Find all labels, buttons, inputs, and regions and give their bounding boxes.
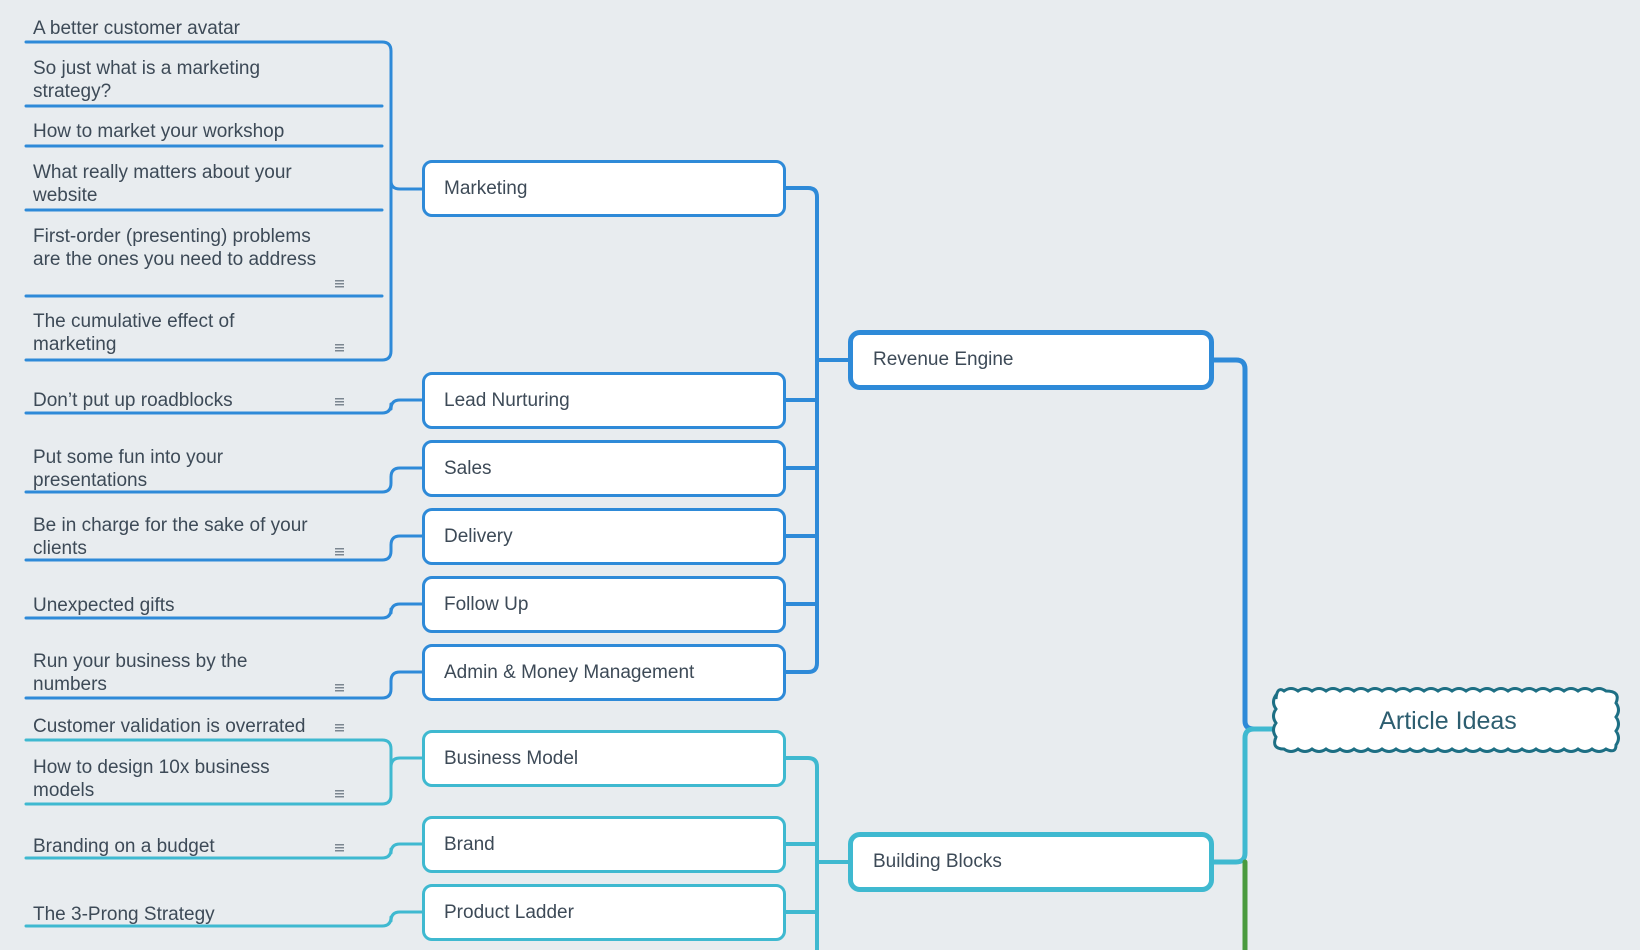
root-link-revenue-engine (1211, 357, 1279, 732)
leaf-link (380, 466, 424, 494)
leaf-link (380, 534, 424, 562)
note-icon[interactable] (335, 684, 344, 692)
note-icon[interactable] (335, 844, 344, 852)
note-icon[interactable] (335, 724, 344, 732)
root-node-article-ideas[interactable]: Article Ideas (1379, 706, 1517, 735)
leaf-topic[interactable]: Customer validation is overrated (33, 716, 306, 737)
leaf-topic[interactable]: The 3-Prong Strategy (33, 904, 215, 925)
marketing-leaf-bracket (380, 40, 393, 362)
note-icon[interactable] (335, 790, 344, 798)
revenue-engine-bracket (784, 186, 819, 674)
marketing-leaf-link (389, 179, 424, 191)
subtopic-node-follow-up[interactable]: Follow Up (422, 576, 786, 633)
business-model-leaf-link (389, 756, 424, 769)
subtopic-node-marketing[interactable]: Marketing (422, 160, 786, 217)
root-cloud-shape (1272, 687, 1620, 753)
subtopic-node-admin-money-management[interactable]: Admin & Money Management (422, 644, 786, 701)
subtopic-node-sales[interactable]: Sales (422, 440, 786, 497)
leaf-topic[interactable]: Branding on a budget (33, 836, 215, 857)
leaf-topic[interactable]: Be in charge for the sake of your client… (33, 515, 308, 559)
business-model-leaf-bracket (380, 738, 393, 806)
category-node-building-blocks[interactable]: Building Blocks (848, 832, 1214, 892)
leaf-link (380, 670, 424, 700)
subtopic-node-lead-nurturing[interactable]: Lead Nurturing (422, 372, 786, 429)
subtopic-node-delivery[interactable]: Delivery (422, 508, 786, 565)
root-cloud-outline (1272, 687, 1620, 753)
leaf-link (380, 398, 424, 415)
note-icon[interactable] (335, 344, 344, 352)
note-icon[interactable] (335, 548, 344, 556)
leaf-link (380, 842, 424, 860)
leaf-topic[interactable]: The cumulative effect of marketing (33, 311, 235, 355)
note-icon[interactable] (335, 280, 344, 288)
leaf-topic[interactable]: How to market your workshop (33, 121, 285, 142)
leaf-topic[interactable]: What really matters about your website (33, 162, 292, 206)
subtopic-node-business-model[interactable]: Business Model (422, 730, 786, 787)
leaf-topic[interactable]: Put some fun into your presentations (33, 447, 224, 491)
subtopic-node-brand[interactable]: Brand (422, 816, 786, 873)
building-blocks-bracket (784, 756, 819, 950)
leaf-topic[interactable]: Unexpected gifts (33, 595, 175, 616)
leaf-link (380, 910, 424, 928)
leaf-topic[interactable]: So just what is a marketing strategy? (33, 58, 261, 102)
leaf-topic[interactable]: First-order (presenting) problems are th… (33, 226, 317, 270)
subtopic-node-product-ladder[interactable]: Product Ladder (422, 884, 786, 941)
root-link-building-blocks (1211, 726, 1279, 865)
leaf-link (380, 602, 424, 620)
leaf-topic[interactable]: Don’t put up roadblocks (33, 390, 233, 411)
note-icon[interactable] (335, 398, 344, 406)
leaf-topic[interactable]: How to design 10x business models (33, 757, 270, 801)
category-node-revenue-engine[interactable]: Revenue Engine (848, 330, 1214, 390)
leaf-topic[interactable]: Run your business by the numbers (33, 651, 248, 695)
leaf-topic[interactable]: A better customer avatar (33, 18, 240, 39)
